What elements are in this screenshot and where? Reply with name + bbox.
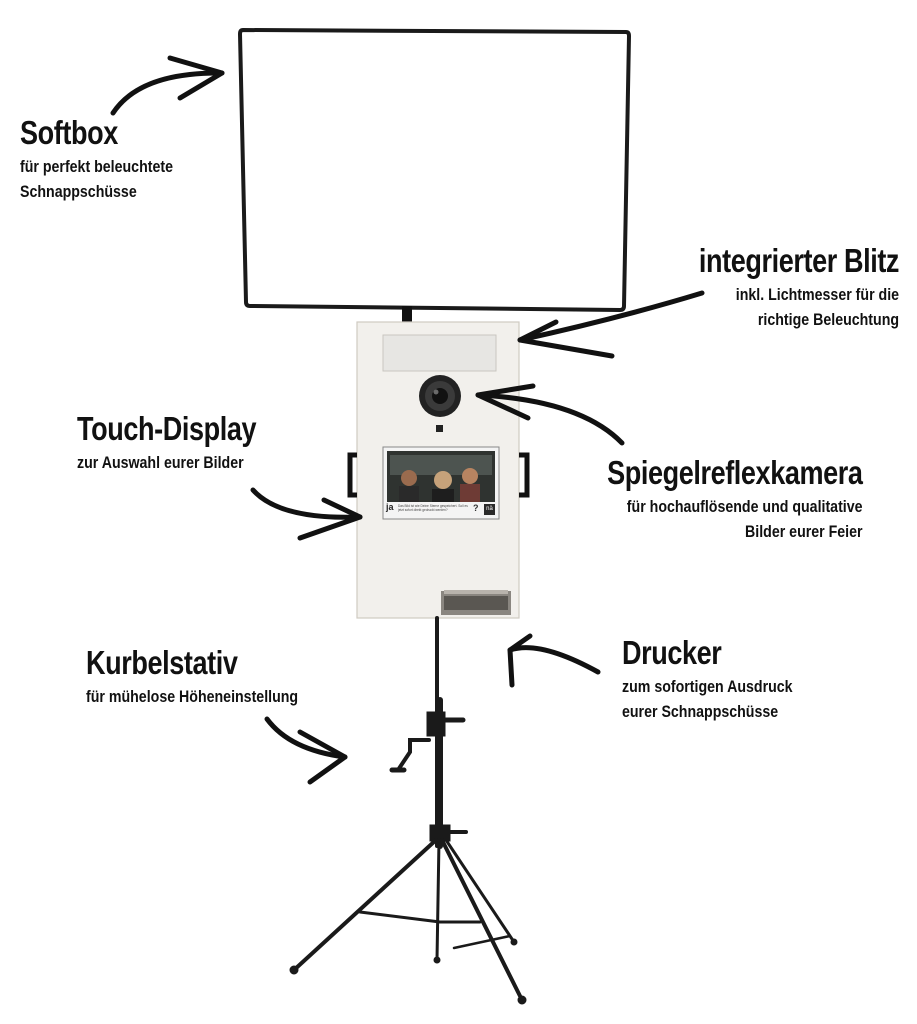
screen-badge: nä	[484, 504, 495, 515]
blitz-line-1: inkl. Lichtmesser für die	[735, 285, 899, 304]
drucker-line-1: zum sofortigen Ausdruck	[622, 677, 793, 696]
screen-logo: ja	[386, 502, 394, 512]
drucker-title: Drucker	[622, 634, 722, 671]
screen-question: ?	[473, 503, 479, 513]
softbox-line-2: Schnappschüsse	[20, 183, 137, 202]
kamera-arrowhead	[475, 383, 536, 421]
display-arrowhead	[297, 497, 363, 541]
drucker-line-2: eurer Schnappschüsse	[622, 703, 779, 722]
kamera-arrow	[475, 392, 625, 446]
kamera-title: Spiegelreflexkamera	[607, 454, 864, 491]
kamera-line-2: Bilder eurer Feier	[745, 523, 863, 542]
label-drucker: Drucker zum sofortigen Ausdruck eurer Sc…	[622, 632, 820, 726]
stativ-title: Kurbelstativ	[86, 644, 238, 681]
display-line-1: zur Auswahl eurer Bilder	[77, 453, 244, 472]
label-softbox: Softbox für perfekt beleuchtete Schnapps…	[20, 112, 198, 206]
softbox-line-1: für perfekt beleuchtete	[20, 157, 173, 176]
softbox	[238, 28, 631, 324]
blitz-arrow	[517, 290, 705, 343]
screen-caption-bar: ja Das Bild ist wie Deine Sterne gespeic…	[384, 502, 498, 518]
display-arrow	[250, 487, 363, 520]
display-title: Touch-Display	[77, 410, 257, 447]
blitz-title: integrierter Blitz	[698, 242, 900, 279]
drucker-arrowhead	[507, 633, 533, 688]
drucker-arrow	[507, 645, 601, 675]
kamera-line-1: für hochauflösende und qualitative	[627, 497, 863, 516]
label-stativ: Kurbelstativ für mühelose Höheneinstellu…	[86, 642, 333, 710]
right-handle	[519, 452, 530, 498]
blitz-line-2: richtige Beleuchtung	[757, 311, 899, 330]
camera-lens	[419, 375, 461, 432]
softbox-title: Softbox	[20, 114, 118, 151]
softbox-arrow	[110, 70, 225, 116]
printer-slot	[441, 590, 511, 615]
stativ-line-1: für mühelose Höheneinstellung	[86, 687, 299, 706]
blitz-arrowhead	[517, 319, 615, 359]
stativ-arrowhead	[297, 729, 348, 785]
stativ-arrow	[264, 716, 348, 760]
label-blitz: integrierter Blitz inkl. Lichtmesser für…	[655, 240, 900, 334]
label-display: Touch-Display zur Auswahl eurer Bilder	[77, 408, 295, 476]
left-handle	[347, 452, 357, 498]
softbox-arrowhead	[167, 55, 225, 101]
screen-caption: Das Bild ist wie Deine Sterne gespeicher…	[398, 504, 468, 512]
crank-tripod	[289, 616, 527, 1005]
label-kamera: Spiegelreflexkamera für hochauflösende u…	[551, 452, 864, 546]
